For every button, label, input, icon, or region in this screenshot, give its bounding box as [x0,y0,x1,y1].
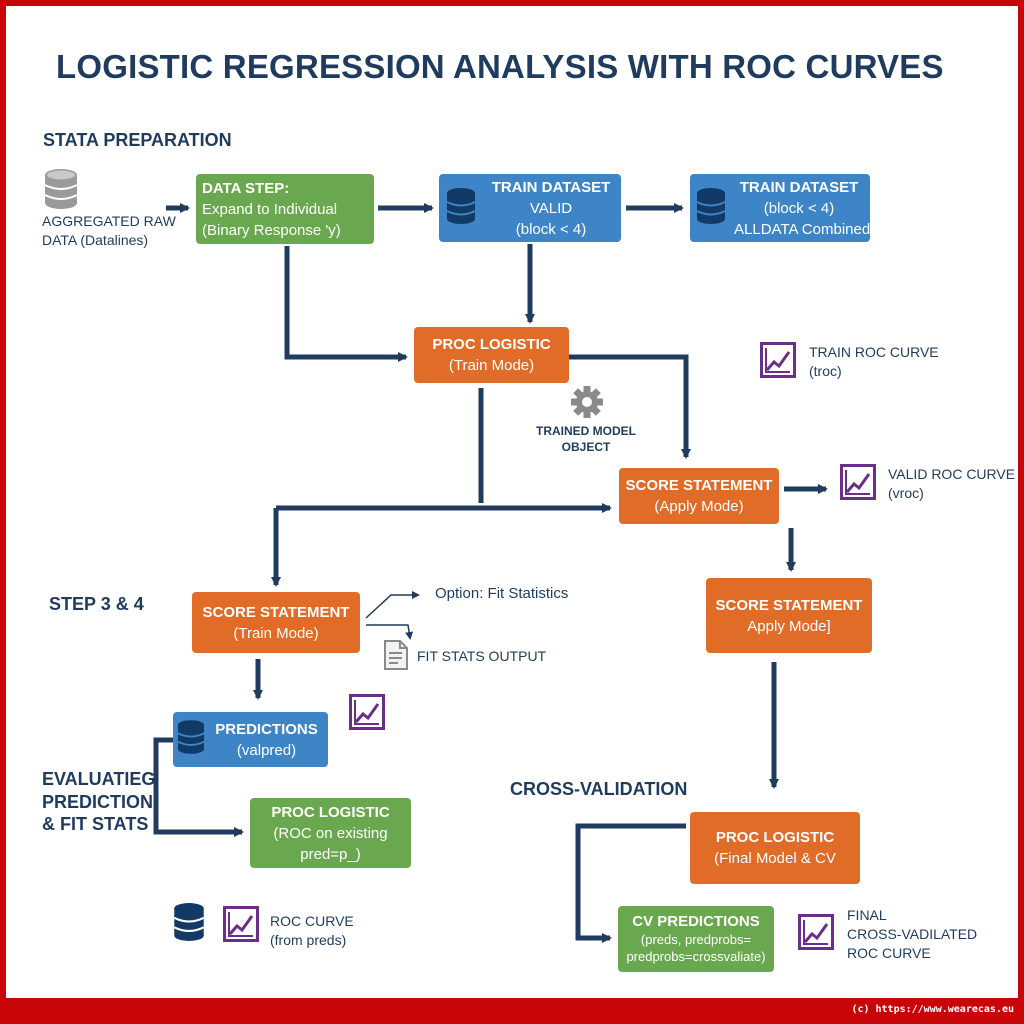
footer-bar: (c) https://www.wearecas.eu [0,998,1024,1024]
arrow-datastep-to-proc [284,246,408,362]
train-alldata-node: TRAIN DATASET (block < 4) ALLDATA Combin… [690,174,876,242]
score-apply-2-node: SCORE STATEMENT Apply Mode] [706,578,872,653]
data-step-line1: DATA STEP: [202,179,290,197]
database-icon-train-valid [446,188,476,224]
roc-chart-icon-preds [223,906,259,942]
score-apply-line2: (Apply Mode) [654,498,744,515]
database-icon-alldata [696,188,726,224]
data-step-line2: Expand to Individual [202,200,338,218]
section-evaluating-line3: & FIT STATS [42,814,149,834]
document-icon [384,640,408,670]
raw-data-line1: AGGREGATED RAW [42,213,176,229]
score-train-line2: (Train Mode) [233,624,319,642]
data-step-node: DATA STEP: Expand to Individual (Binary … [196,174,374,244]
roc-chart-icon-valid [840,464,876,500]
cv-predictions-node: CV PREDICTIONS (preds, predprobs= predpr… [618,906,774,972]
predictions-line2: (valpred) [236,741,297,759]
proc-logistic-roc-line3: pred=p_) [300,845,361,863]
section-step-3-4: STEP 3 & 4 [49,594,144,614]
trained-model-label: TRAINED MODEL OBJECT [526,423,646,455]
arrow-predictions-to-proc-roc [153,737,244,837]
roc-curve-line2: (from preds) [270,931,347,948]
section-evaluating: EVALUATIEG PREDICTION & FIT STATS [42,768,155,836]
proc-logistic-roc-line1: PROC LOGISTIC [271,803,390,821]
proc-logistic-train-line1: PROC LOGISTIC [432,336,551,353]
roc-chart-icon-predictions [349,694,385,730]
predictions-line1: PREDICTIONS [215,720,318,738]
proc-logistic-train-node: PROC LOGISTIC (Train Mode) [414,327,569,383]
database-icon-roc [173,903,205,941]
train-roc-line2: (troc) [809,362,842,379]
score-apply-2-line1: SCORE STATEMENT [715,596,863,614]
arrow-proc-to-score-apply [569,354,691,459]
raw-data-label: AGGREGATED RAW DATA (Datalines) [42,212,176,250]
data-step-line3: (Binary Response 'y) [202,221,341,239]
database-icon-raw [44,169,78,209]
section-evaluating-line1: EVALUATIEG [42,769,156,789]
train-roc-line1: TRAIN ROC CURVE [809,344,939,360]
roc-curve-line1: ROC CURVE [270,913,354,929]
train-alldata-line2: (block < 4) [763,199,835,217]
roc-curve-label: ROC CURVE (from preds) [270,912,354,950]
final-roc-line1: FINAL [847,907,887,923]
train-valid-line2: VALID [529,199,573,217]
proc-logistic-final-node: PROC LOGISTIC (Final Model & CV [690,812,860,884]
fit-stats-output-label: FIT STATS OUTPUT [417,648,547,664]
proc-logistic-roc-line2: (ROC on existing [273,824,388,842]
predictions-node: PREDICTIONS (valpred) [173,712,328,767]
score-apply-line1: SCORE STATEMENT [625,477,773,494]
page-title: LOGISTIC REGRESSION ANALYSIS WITH ROC CU… [56,48,944,85]
final-roc-line3: ROC CURVE [847,944,931,961]
arrow-cross-validation-loop [575,823,686,943]
cv-predictions-line2: (preds, predprobs= [640,931,752,947]
score-train-node: SCORE STATEMENT (Train Mode) [192,592,360,653]
valid-roc-label: VALID ROC CURVE (vroc) [888,465,1015,503]
cv-predictions-line1: CV PREDICTIONS [632,913,760,931]
footer-copyright[interactable]: (c) https://www.wearecas.eu [851,1004,1014,1015]
cv-predictions-line3: predprobs=crossvaliate) [626,948,766,964]
proc-logistic-final-line1: PROC LOGISTIC [715,829,835,846]
arrow-option-fit [365,591,420,619]
train-alldata-line3: ALLDATA Combined) [734,220,876,238]
trained-model-line2: OBJECT [561,440,611,455]
proc-logistic-final-line2: (Final Model & CV [714,850,836,867]
trained-model-line1: TRAINED MODEL [536,424,636,438]
train-valid-node: TRAIN DATASET VALID (block < 4) [439,174,621,242]
valid-roc-line1: VALID ROC CURVE [888,466,1016,482]
diagram-canvas: LOGISTIC REGRESSION ANALYSIS WITH ROC CU… [6,6,1018,998]
proc-logistic-roc-node: PROC LOGISTIC (ROC on existing pred=p_) [250,798,411,868]
roc-chart-icon-train [760,342,796,378]
score-apply-2-line2: Apply Mode] [747,617,831,635]
train-alldata-line1: TRAIN DATASET [739,178,859,196]
score-train-line1: SCORE STATEMENT [202,603,350,621]
gear-icon [571,386,603,418]
score-apply-node: SCORE STATEMENT (Apply Mode) [619,468,779,524]
train-valid-line3: (block < 4) [515,220,587,238]
train-roc-label: TRAIN ROC CURVE (troc) [809,343,939,381]
proc-logistic-train-line2: (Train Mode) [448,357,535,374]
section-cross-validation: CROSS-VALIDATION [510,779,688,799]
valid-roc-line2: (vroc) [888,484,924,501]
section-stata-preparation: STATA PREPARATION [43,130,232,150]
raw-data-line2: DATA (Datalines) [42,231,149,248]
database-icon-predictions [177,720,205,754]
roc-chart-icon-final [798,914,834,950]
final-roc-label: FINAL CROSS-VADILATED ROC CURVE [847,906,977,963]
arrow-fit-output [366,624,414,640]
option-fit-statistics: Option: Fit Statistics [435,585,569,602]
section-evaluating-line2: PREDICTION [42,791,154,812]
train-valid-line1: TRAIN DATASET [491,178,611,196]
final-roc-line2: CROSS-VADILATED [847,925,978,942]
flow-arrows [153,203,828,943]
